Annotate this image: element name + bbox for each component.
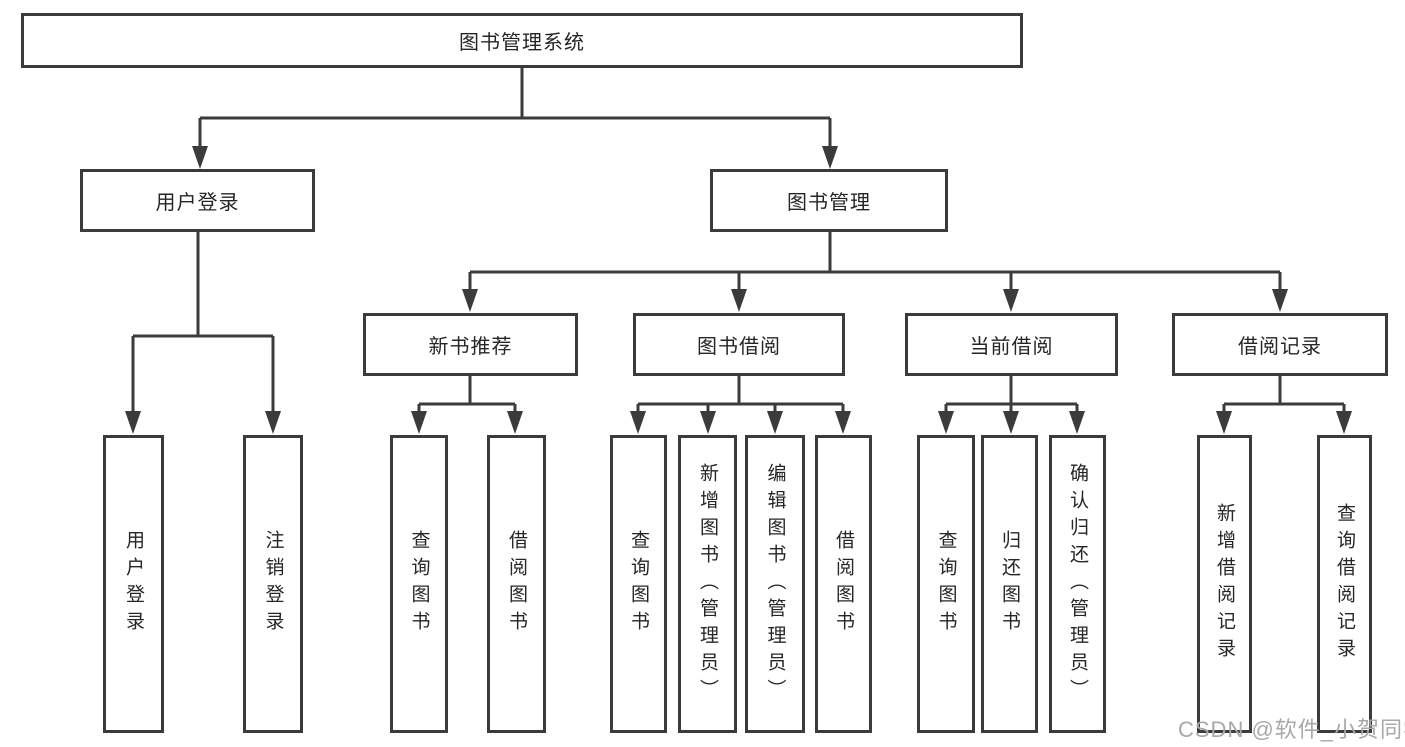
leaf-query-books-current: 查询图书 [917, 435, 975, 733]
leaf-user-login: 用户登录 [103, 435, 164, 733]
node-label: 查询图书 [628, 530, 649, 638]
node-library-system: 图书管理系统 [21, 13, 1023, 68]
node-label: 借阅记录 [1238, 336, 1322, 358]
node-label: 借阅图书 [506, 530, 527, 638]
leaf-edit-books-admin: 编辑图书（管理员） [745, 435, 805, 733]
arrowheads [125, 146, 1352, 434]
leaf-add-borrow-record: 新增借阅记录 [1197, 435, 1252, 733]
leaf-logout: 注销登录 [243, 435, 303, 733]
node-borrowing-records: 借阅记录 [1172, 313, 1388, 376]
leaf-query-books-recommend: 查询图书 [390, 435, 448, 733]
node-label: 注销登录 [262, 530, 284, 638]
leaf-borrow-books-borrowing: 借阅图书 [815, 435, 872, 733]
node-label: 新增图书（管理员） [697, 462, 718, 706]
node-label: 当前借阅 [969, 336, 1054, 358]
node-label: 查询图书 [935, 530, 957, 638]
node-label: 用户登录 [123, 530, 144, 638]
node-label: 图书借阅 [697, 336, 781, 358]
node-new-book-recommend: 新书推荐 [363, 313, 578, 376]
node-label: 图书管理 [787, 192, 871, 214]
leaf-borrow-books-recommend: 借阅图书 [487, 435, 546, 733]
node-label: 查询借阅记录 [1334, 503, 1355, 665]
node-user-login: 用户登录 [80, 169, 315, 232]
node-label: 新书推荐 [428, 336, 513, 358]
node-label: 借阅图书 [833, 530, 854, 638]
node-book-management: 图书管理 [710, 169, 948, 232]
node-label: 确认归还（管理员） [1067, 462, 1088, 706]
node-label: 编辑图书（管理员） [764, 462, 786, 706]
node-label: 用户登录 [155, 192, 240, 214]
node-book-borrowing: 图书借阅 [633, 313, 845, 376]
leaf-query-borrow-record: 查询借阅记录 [1317, 435, 1372, 733]
leaf-query-books-borrowing: 查询图书 [610, 435, 667, 733]
leaf-return-books: 归还图书 [981, 435, 1038, 733]
node-label: 新增借阅记录 [1214, 503, 1235, 665]
connector-stems [131, 68, 1346, 413]
node-current-borrowing: 当前借阅 [905, 313, 1118, 376]
node-label: 图书管理系统 [459, 32, 585, 54]
leaf-confirm-return-admin: 确认归还（管理员） [1049, 435, 1106, 733]
csdn-watermark: CSDN @软件_小贺同学 [1178, 717, 1405, 742]
node-label: 归还图书 [999, 530, 1020, 638]
node-label: 查询图书 [408, 530, 430, 638]
leaf-add-books-admin: 新增图书（管理员） [678, 435, 737, 733]
